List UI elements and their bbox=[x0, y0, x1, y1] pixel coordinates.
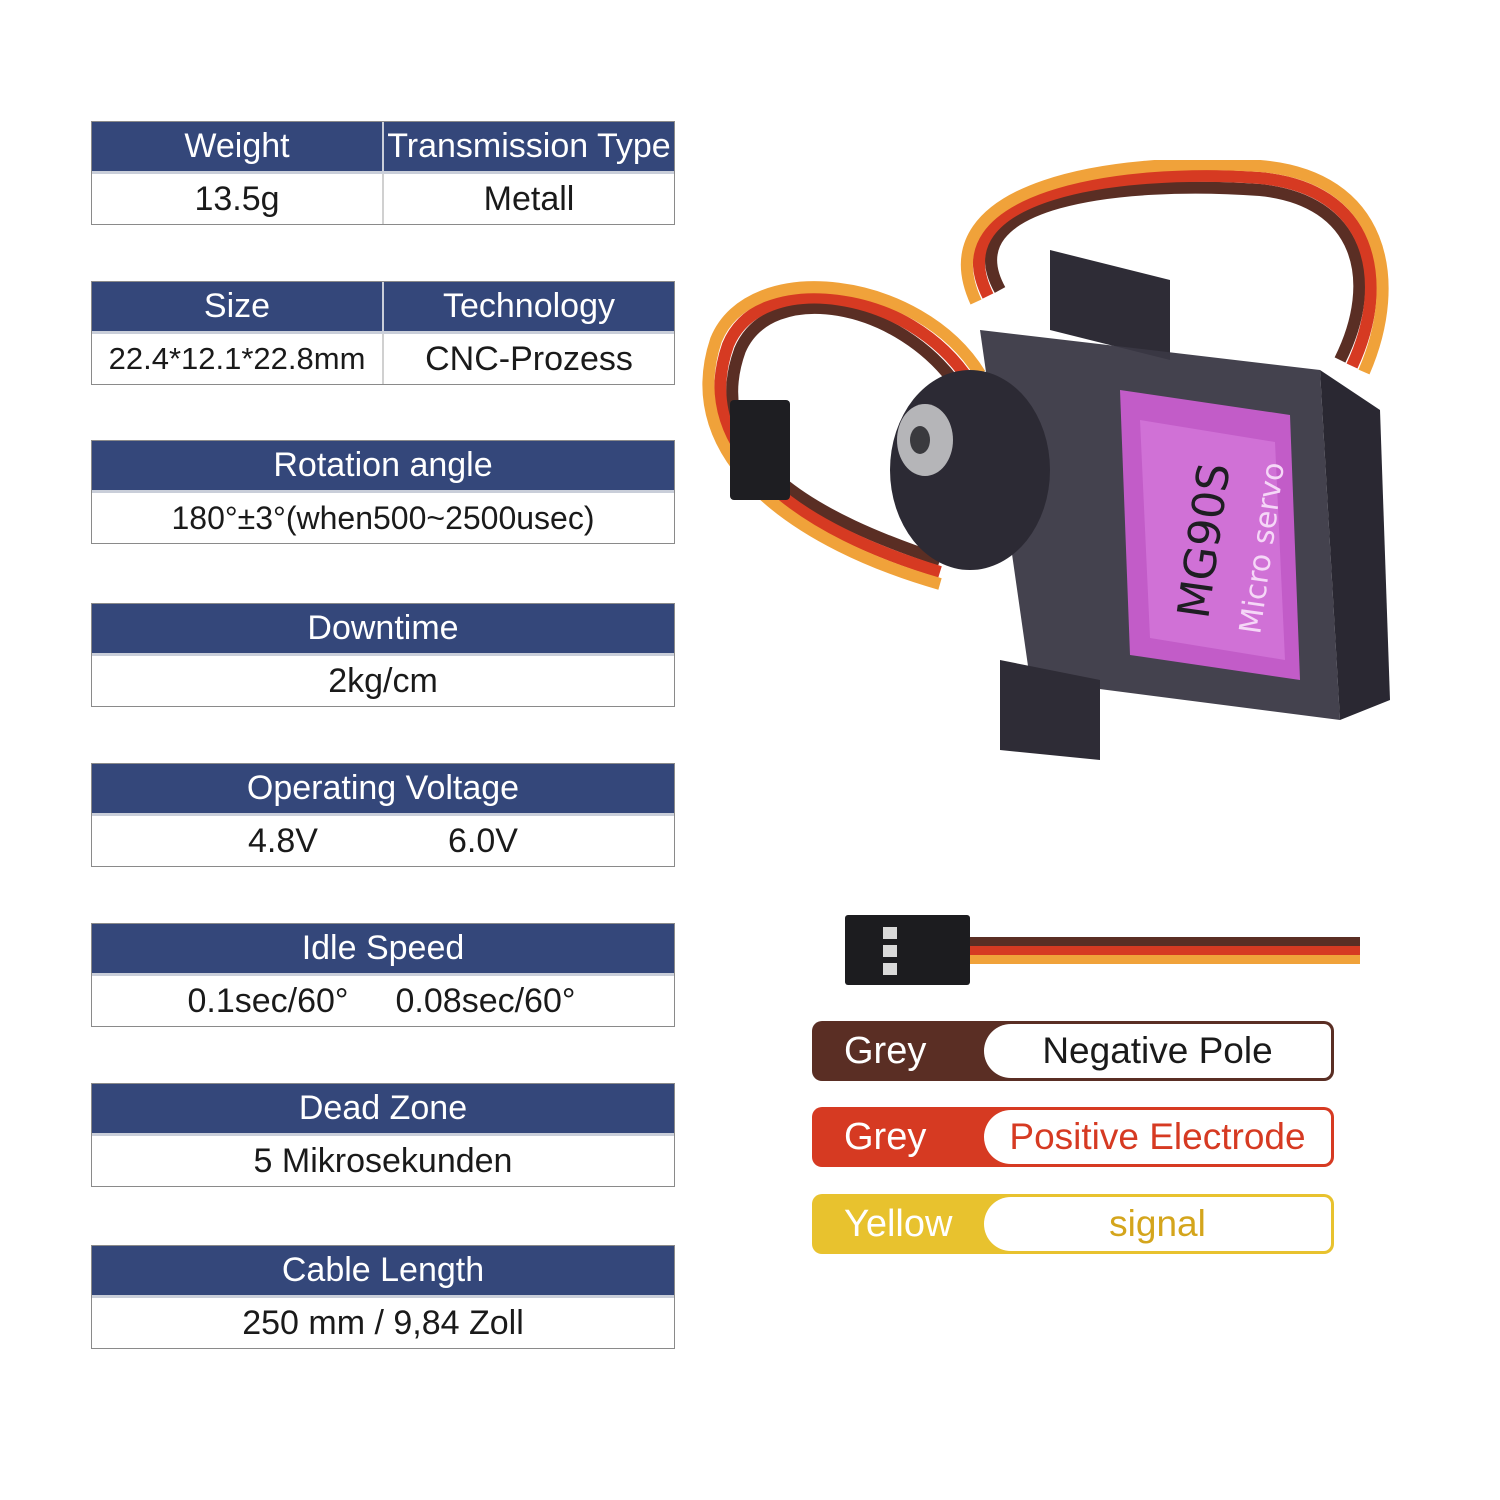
spec-header: Downtime bbox=[92, 604, 674, 656]
spec-header: Idle Speed bbox=[92, 924, 674, 976]
technology-label: Technology bbox=[382, 282, 674, 331]
spec-body: 0.1sec/60° 0.08sec/60° bbox=[92, 976, 674, 1026]
spec-header: Size Technology bbox=[92, 282, 674, 334]
servo-connector-image bbox=[845, 915, 1360, 985]
spec-idle-speed: Idle Speed 0.1sec/60° 0.08sec/60° bbox=[91, 923, 675, 1027]
spec-dead-zone: Dead Zone 5 Mikrosekunden bbox=[91, 1083, 675, 1187]
cable-length-label: Cable Length bbox=[281, 1251, 485, 1289]
wire-meaning: Positive Electrode bbox=[984, 1110, 1331, 1164]
spec-body: 13.5g Metall bbox=[92, 174, 674, 224]
spec-weight-transmission: Weight Transmission Type 13.5g Metall bbox=[91, 121, 675, 225]
rotation-value: 180°±3°(when500~2500usec) bbox=[171, 499, 595, 536]
size-label: Size bbox=[203, 287, 271, 325]
voltage-values: 4.8V 6.0V bbox=[92, 816, 674, 866]
voltage-min: 4.8V bbox=[248, 821, 318, 860]
spec-body: 4.8V 6.0V bbox=[92, 816, 674, 866]
downtime-value: 2kg/cm bbox=[328, 661, 438, 700]
spec-header: Cable Length bbox=[92, 1246, 674, 1298]
spec-header: Operating Voltage bbox=[92, 764, 674, 816]
wire-row-signal: Yellow signal bbox=[812, 1194, 1334, 1254]
spec-size-technology: Size Technology 22.4*12.1*22.8mm CNC-Pro… bbox=[91, 281, 675, 385]
spec-operating-voltage: Operating Voltage 4.8V 6.0V bbox=[91, 763, 675, 867]
downtime-label: Downtime bbox=[307, 609, 459, 647]
weight-value: 13.5g bbox=[194, 179, 280, 218]
voltage-label: Operating Voltage bbox=[246, 769, 520, 807]
dead-zone-value: 5 Mikrosekunden bbox=[253, 1141, 513, 1180]
cable-length-value: 250 mm / 9,84 Zoll bbox=[242, 1303, 524, 1342]
servo-motor-image: MG90S Micro servo bbox=[702, 160, 1390, 760]
spec-downtime: Downtime 2kg/cm bbox=[91, 603, 675, 707]
spec-body: 22.4*12.1*22.8mm CNC-Prozess bbox=[92, 334, 674, 384]
wire-color-name: Grey bbox=[844, 1115, 927, 1158]
transmission-value: Metall bbox=[382, 174, 674, 224]
wire-meaning: signal bbox=[984, 1197, 1331, 1251]
spec-body: 5 Mikrosekunden bbox=[92, 1136, 674, 1186]
wire-color-name: Grey bbox=[844, 1029, 927, 1072]
weight-label: Weight bbox=[184, 127, 290, 165]
idle-speed-values: 0.1sec/60° 0.08sec/60° bbox=[92, 976, 674, 1026]
technology-value: CNC-Prozess bbox=[382, 334, 674, 384]
spec-header: Dead Zone bbox=[92, 1084, 674, 1136]
idle-speed-min: 0.1sec/60° bbox=[187, 981, 349, 1020]
spec-header: Rotation angle bbox=[92, 441, 674, 493]
voltage-max: 6.0V bbox=[448, 821, 518, 860]
spec-body: 180°±3°(when500~2500usec) bbox=[92, 493, 674, 543]
spec-header: Weight Transmission Type bbox=[92, 122, 674, 174]
idle-speed-max: 0.08sec/60° bbox=[395, 981, 576, 1020]
dead-zone-label: Dead Zone bbox=[298, 1089, 468, 1127]
spec-rotation-angle: Rotation angle 180°±3°(when500~2500usec) bbox=[91, 440, 675, 544]
spec-body: 250 mm / 9,84 Zoll bbox=[92, 1298, 674, 1348]
spec-cable-length: Cable Length 250 mm / 9,84 Zoll bbox=[91, 1245, 675, 1349]
wire-row-positive: Grey Positive Electrode bbox=[812, 1107, 1334, 1167]
wire-color-name: Yellow bbox=[844, 1202, 953, 1245]
size-value: 22.4*12.1*22.8mm bbox=[108, 341, 366, 376]
wire-meaning: Negative Pole bbox=[984, 1024, 1331, 1078]
transmission-label: Transmission Type bbox=[382, 122, 674, 171]
rotation-label: Rotation angle bbox=[273, 446, 493, 484]
idle-speed-label: Idle Speed bbox=[301, 929, 465, 967]
wire-row-negative: Grey Negative Pole bbox=[812, 1021, 1334, 1081]
spec-body: 2kg/cm bbox=[92, 656, 674, 706]
